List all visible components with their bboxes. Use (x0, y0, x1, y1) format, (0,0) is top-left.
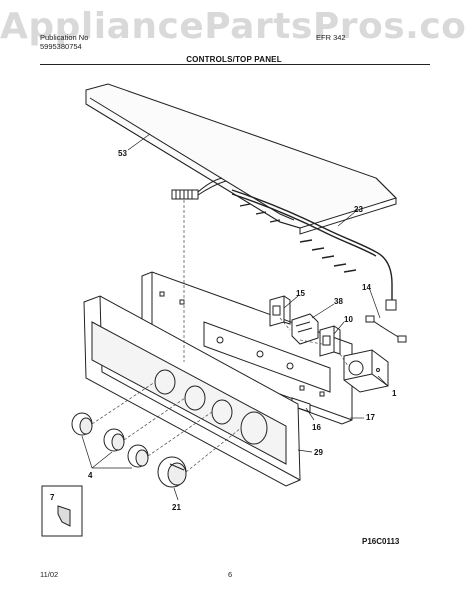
wire (365, 315, 407, 343)
inset-box (41, 485, 83, 537)
callout-7: 7 (50, 493, 55, 502)
switch-38 (291, 313, 319, 345)
callout-16: 16 (312, 423, 321, 432)
publication-label: Publication No (40, 33, 89, 42)
callout-29: 29 (314, 448, 323, 457)
footer-date: 11/02 (40, 570, 59, 579)
callout-15: 15 (296, 289, 305, 298)
header-rule (40, 64, 430, 65)
section-title: CONTROLS/TOP PANEL (186, 55, 282, 64)
callout-23: 23 (354, 205, 363, 214)
callout-38: 38 (334, 297, 343, 306)
console-front (83, 295, 301, 487)
knob-3 (127, 444, 149, 468)
top-panel (85, 83, 397, 235)
knob-2 (103, 428, 125, 452)
wire-harness-connector (171, 177, 227, 200)
timer-knob (157, 456, 187, 488)
callout-17: 17 (366, 413, 375, 422)
callout-1: 1 (392, 389, 397, 398)
control-panel-plate (141, 271, 353, 425)
watermark: AppliancePartsPros.com (0, 6, 468, 47)
callout-21: 21 (172, 503, 181, 512)
footer-page-number: 6 (228, 570, 233, 579)
callout-10: 10 (344, 315, 353, 324)
callout-4: 4 (88, 471, 93, 480)
callout-53: 53 (118, 149, 127, 158)
alignment-lines (91, 200, 349, 473)
knob-1 (71, 412, 93, 436)
switch-10 (319, 325, 341, 357)
leader-lines (81, 133, 389, 501)
wire-harness (231, 189, 397, 311)
model-number: EFR 342 (316, 33, 346, 42)
publication-number: 5995380754 (40, 42, 82, 51)
callout-14: 14 (362, 283, 371, 292)
figure-code: P16C0113 (362, 537, 400, 546)
